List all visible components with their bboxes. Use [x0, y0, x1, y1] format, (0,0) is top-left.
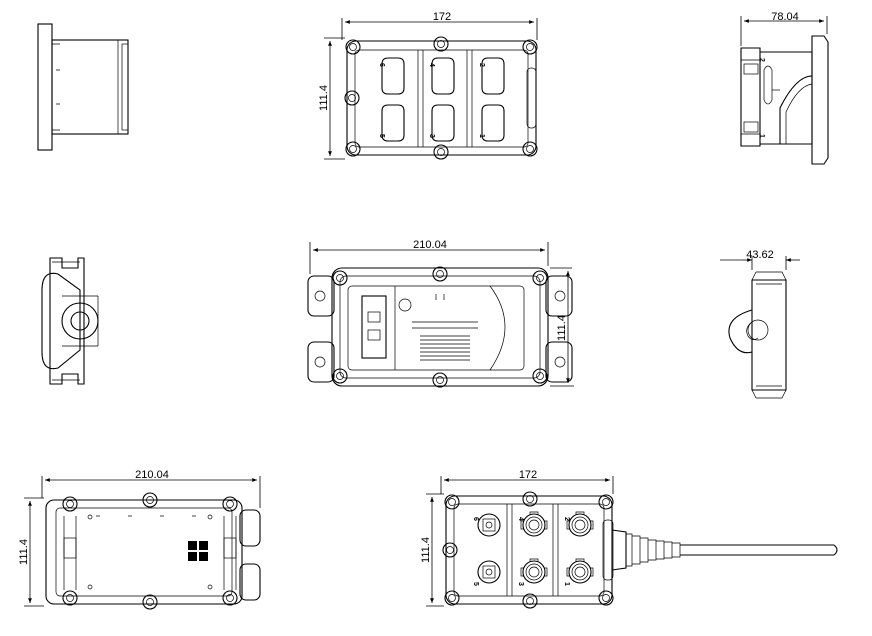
dim-plan-width: 210.04	[413, 239, 447, 251]
port-label-1: 1	[478, 134, 485, 138]
port-label-b4: 4	[517, 517, 524, 521]
port-label-b5: 5	[472, 582, 479, 586]
dim-side-mid-width: 43.62	[746, 249, 774, 261]
port-label-4: 4	[428, 63, 435, 67]
side-view-mid-left	[41, 257, 99, 385]
dim-side-top-width: 78.04	[771, 11, 799, 23]
port-label-5: 5	[378, 134, 385, 138]
dim-top-height: 111.4	[318, 85, 330, 111]
port-label-b6: 6	[472, 517, 479, 521]
front-view-bottom-right: 6 4 2 5 3 1 172 111.4	[420, 469, 838, 609]
port-label-b3: 3	[517, 582, 524, 586]
side-view-mid-right: 43.62	[720, 249, 800, 399]
side-view-top-right: 2 1 78.04	[740, 11, 829, 165]
dim-back-height: 111.4	[18, 539, 30, 565]
plan-view-mid: 210.04 111.4	[307, 239, 574, 388]
dim-top-width: 172	[433, 11, 451, 23]
back-view-bottom-left: 210.04 111.4	[18, 469, 261, 610]
front-view-top: 6 4 2 5 3 1 172 111.4	[318, 11, 538, 160]
dim-back-width: 210.04	[135, 469, 169, 481]
port-label-side-2: 2	[758, 58, 765, 62]
dim-plan-height: 111.4	[556, 315, 568, 341]
port-label-b2: 2	[563, 517, 570, 521]
side-view-top-left	[37, 23, 129, 151]
dim-bottom-height: 111.4	[420, 537, 432, 563]
dim-bottom-width: 172	[519, 469, 537, 481]
port-label-b1: 1	[563, 582, 570, 586]
port-label-6: 6	[378, 63, 385, 67]
port-label-3: 3	[428, 134, 435, 138]
port-label-2: 2	[478, 63, 485, 67]
port-label-side-1: 1	[758, 134, 765, 138]
